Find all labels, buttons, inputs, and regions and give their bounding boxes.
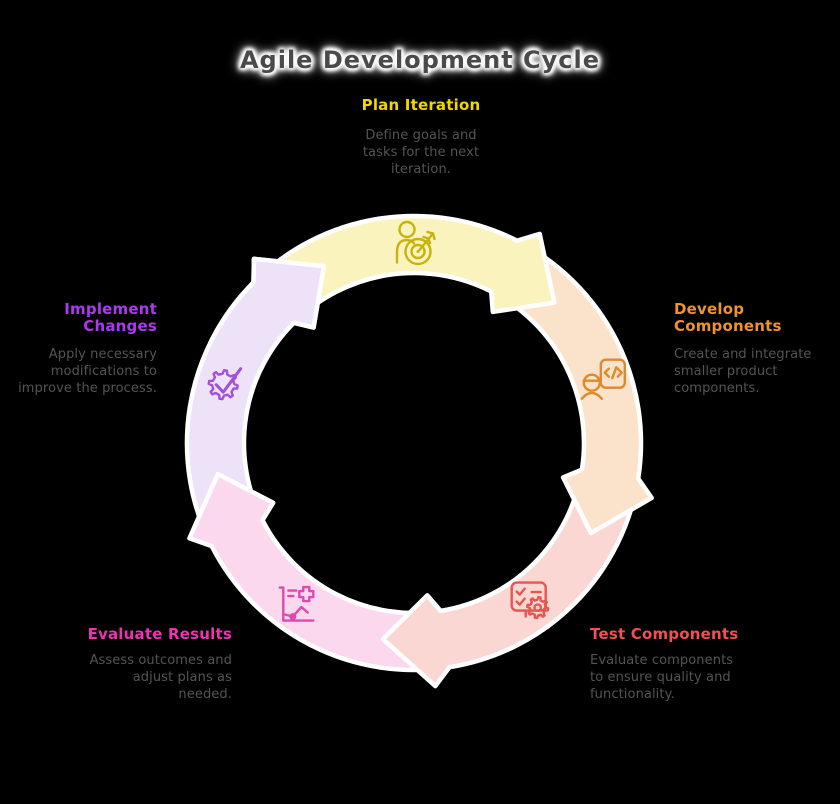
gear-check-icon	[207, 367, 243, 401]
step-label: Evaluate Results	[87, 625, 232, 643]
step-label: Test Components	[590, 625, 739, 643]
step-implement-changes: Implement Changes Apply necessary modifi…	[7, 301, 157, 397]
step-label: Develop Components	[674, 300, 782, 335]
step-description: Apply necessary modifications to improve…	[18, 346, 157, 396]
chart-plus-icon	[278, 585, 315, 622]
step-evaluate-results: Evaluate Results Assess outcomes and adj…	[82, 626, 232, 703]
step-label: Plan Iteration	[361, 96, 481, 114]
cycle-segment-4-head	[184, 256, 327, 443]
step-test-components: Test Components Evaluate components to e…	[590, 626, 745, 703]
page-title: Agile Development Cycle	[239, 46, 601, 74]
step-label: Implement Changes	[64, 300, 157, 335]
checklist-gear-icon	[510, 581, 550, 620]
step-description: Create and integrate smaller product com…	[674, 346, 812, 396]
step-plan-iteration: Plan Iteration Define goals and tasks fo…	[351, 97, 491, 178]
cycle-segment-1	[488, 238, 654, 536]
step-develop-components: Develop Components Create and integrate …	[674, 301, 824, 397]
cycle-segment-3	[187, 471, 452, 673]
step-description: Evaluate components to ensure quality an…	[590, 652, 734, 702]
cycle-segment-0	[251, 213, 557, 326]
step-description: Assess outcomes and adjust plans as need…	[89, 652, 232, 702]
step-description: Define goals and tasks for the next iter…	[362, 127, 480, 177]
cycle-segment-2	[380, 467, 641, 689]
person-target-icon	[395, 220, 436, 266]
engineer-code-icon	[580, 358, 626, 400]
